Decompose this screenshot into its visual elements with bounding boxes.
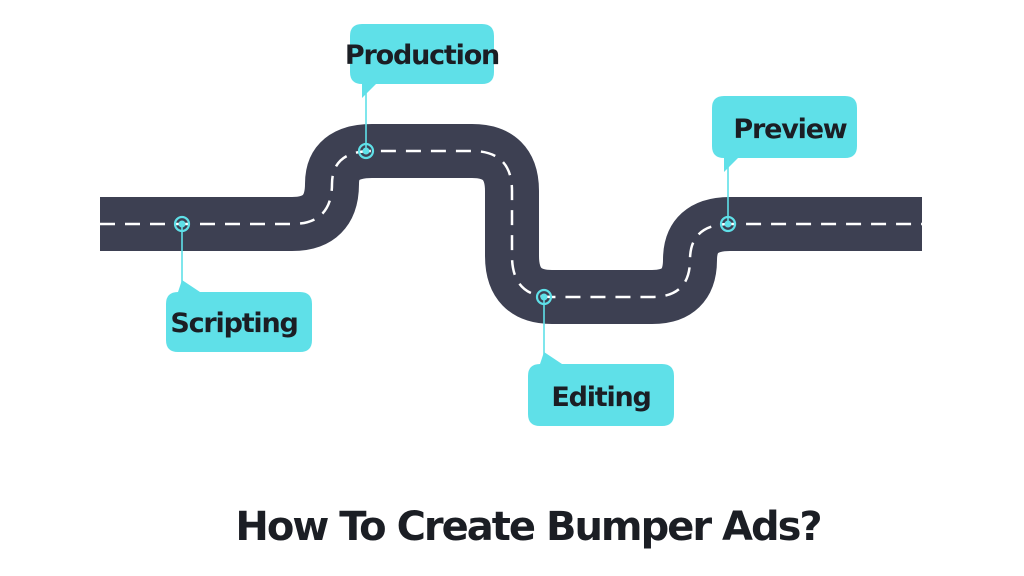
step-label-production: Production <box>345 40 499 71</box>
callout-preview <box>712 96 857 172</box>
callout-scripting <box>166 280 312 352</box>
road <box>100 124 922 324</box>
milestone-pin-icon <box>173 215 191 233</box>
callout-production <box>350 24 494 98</box>
milestone-editing: Editing <box>528 288 674 426</box>
step-label-preview: Preview <box>733 114 846 145</box>
road-lane-marking <box>100 149 922 299</box>
milestone-pin-dot <box>540 293 548 301</box>
milestone-pin-icon <box>719 215 737 233</box>
milestone-preview: Preview <box>712 96 857 233</box>
milestone-pin-icon <box>357 142 375 160</box>
milestone-production: Production <box>345 24 500 160</box>
milestone-pin-dot <box>362 147 370 155</box>
milestone-pin-dot <box>724 220 732 228</box>
callout-editing <box>528 352 674 426</box>
milestone-pin-icon <box>535 288 553 306</box>
milestone-pin-dot <box>178 220 186 228</box>
diagram-title: How To Create Bumper Ads? <box>235 504 820 550</box>
step-label-scripting: Scripting <box>170 308 297 339</box>
milestone-scripting: Scripting <box>166 215 312 352</box>
step-label-editing: Editing <box>551 382 650 413</box>
